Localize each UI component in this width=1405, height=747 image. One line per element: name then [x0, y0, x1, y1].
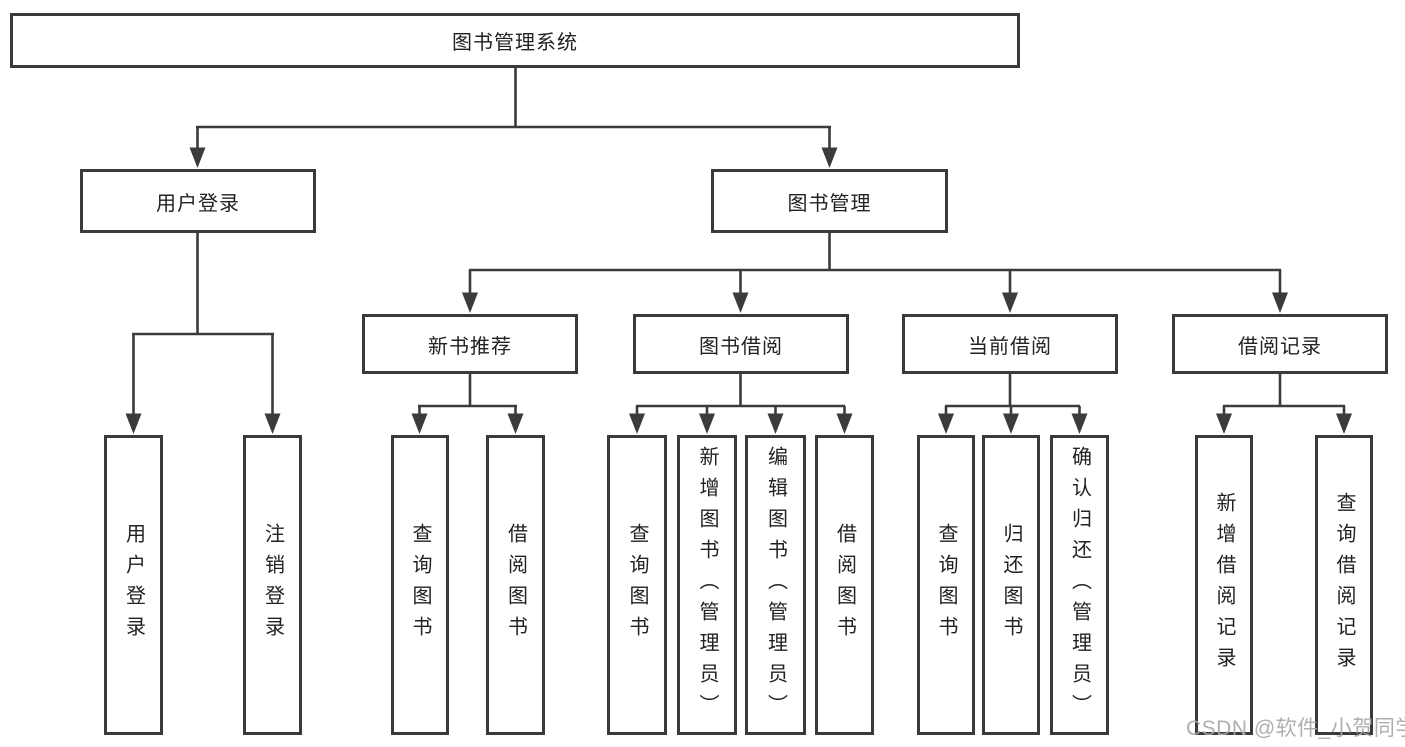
- node-borrowing-records: 借阅记录: [1172, 314, 1388, 374]
- node-label: 用户登录: [156, 192, 240, 215]
- watermark: CSDN @软件_小贺同学: [1186, 717, 1405, 740]
- node-label: 用户登录: [122, 523, 145, 647]
- leaf-query-books-current: 查询图书: [917, 435, 975, 735]
- leaf-logout: 注销登录: [243, 435, 302, 735]
- tree-edges: [132, 68, 1346, 417]
- node-label: 归还图书: [1000, 523, 1022, 647]
- node-label: 确认归还（管理员）: [1068, 445, 1091, 725]
- node-label: 图书管理: [787, 192, 872, 215]
- node-new-book-recommend: 新书推荐: [362, 314, 578, 374]
- node-label: 查询图书: [409, 523, 431, 647]
- node-label: 注销登录: [261, 523, 284, 647]
- leaf-edit-books-admin: 编辑图书（管理员）: [745, 435, 806, 735]
- node-book-management-branch: 图书管理: [711, 169, 948, 233]
- node-label: 查询借阅记录: [1333, 492, 1355, 678]
- node-label: 新增图书（管理员）: [696, 445, 718, 725]
- node-label: 借阅记录: [1238, 335, 1322, 358]
- node-book-borrowing: 图书借阅: [633, 314, 849, 374]
- leaf-return-books: 归还图书: [982, 435, 1040, 735]
- node-label: 借阅图书: [833, 523, 856, 647]
- node-label: 图书管理系统: [452, 32, 578, 54]
- node-label: 新增借阅记录: [1213, 492, 1235, 678]
- leaf-query-books-borrowing: 查询图书: [607, 435, 667, 735]
- node-library-system-root: 图书管理系统: [10, 13, 1020, 68]
- leaf-query-borrow-record: 查询借阅记录: [1315, 435, 1373, 735]
- node-label: 当前借阅: [968, 335, 1052, 358]
- node-current-borrowing: 当前借阅: [902, 314, 1118, 374]
- leaf-add-borrow-record: 新增借阅记录: [1195, 435, 1253, 735]
- node-label: 查询图书: [626, 523, 648, 647]
- node-label: 新书推荐: [428, 335, 512, 358]
- leaf-borrow-books-recommend: 借阅图书: [486, 435, 545, 735]
- leaf-borrow-books: 借阅图书: [815, 435, 874, 735]
- leaf-add-books-admin: 新增图书（管理员）: [677, 435, 737, 735]
- node-label: 图书借阅: [699, 335, 783, 358]
- leaf-query-books-recommend: 查询图书: [391, 435, 449, 735]
- leaf-user-login: 用户登录: [104, 435, 163, 735]
- arrowheads: [125, 147, 1352, 434]
- node-label: 借阅图书: [504, 523, 527, 647]
- node-label: 查询图书: [935, 523, 957, 647]
- node-label: 编辑图书（管理员）: [764, 445, 787, 725]
- node-user-login-branch: 用户登录: [80, 169, 316, 233]
- leaf-confirm-return-admin: 确认归还（管理员）: [1050, 435, 1109, 735]
